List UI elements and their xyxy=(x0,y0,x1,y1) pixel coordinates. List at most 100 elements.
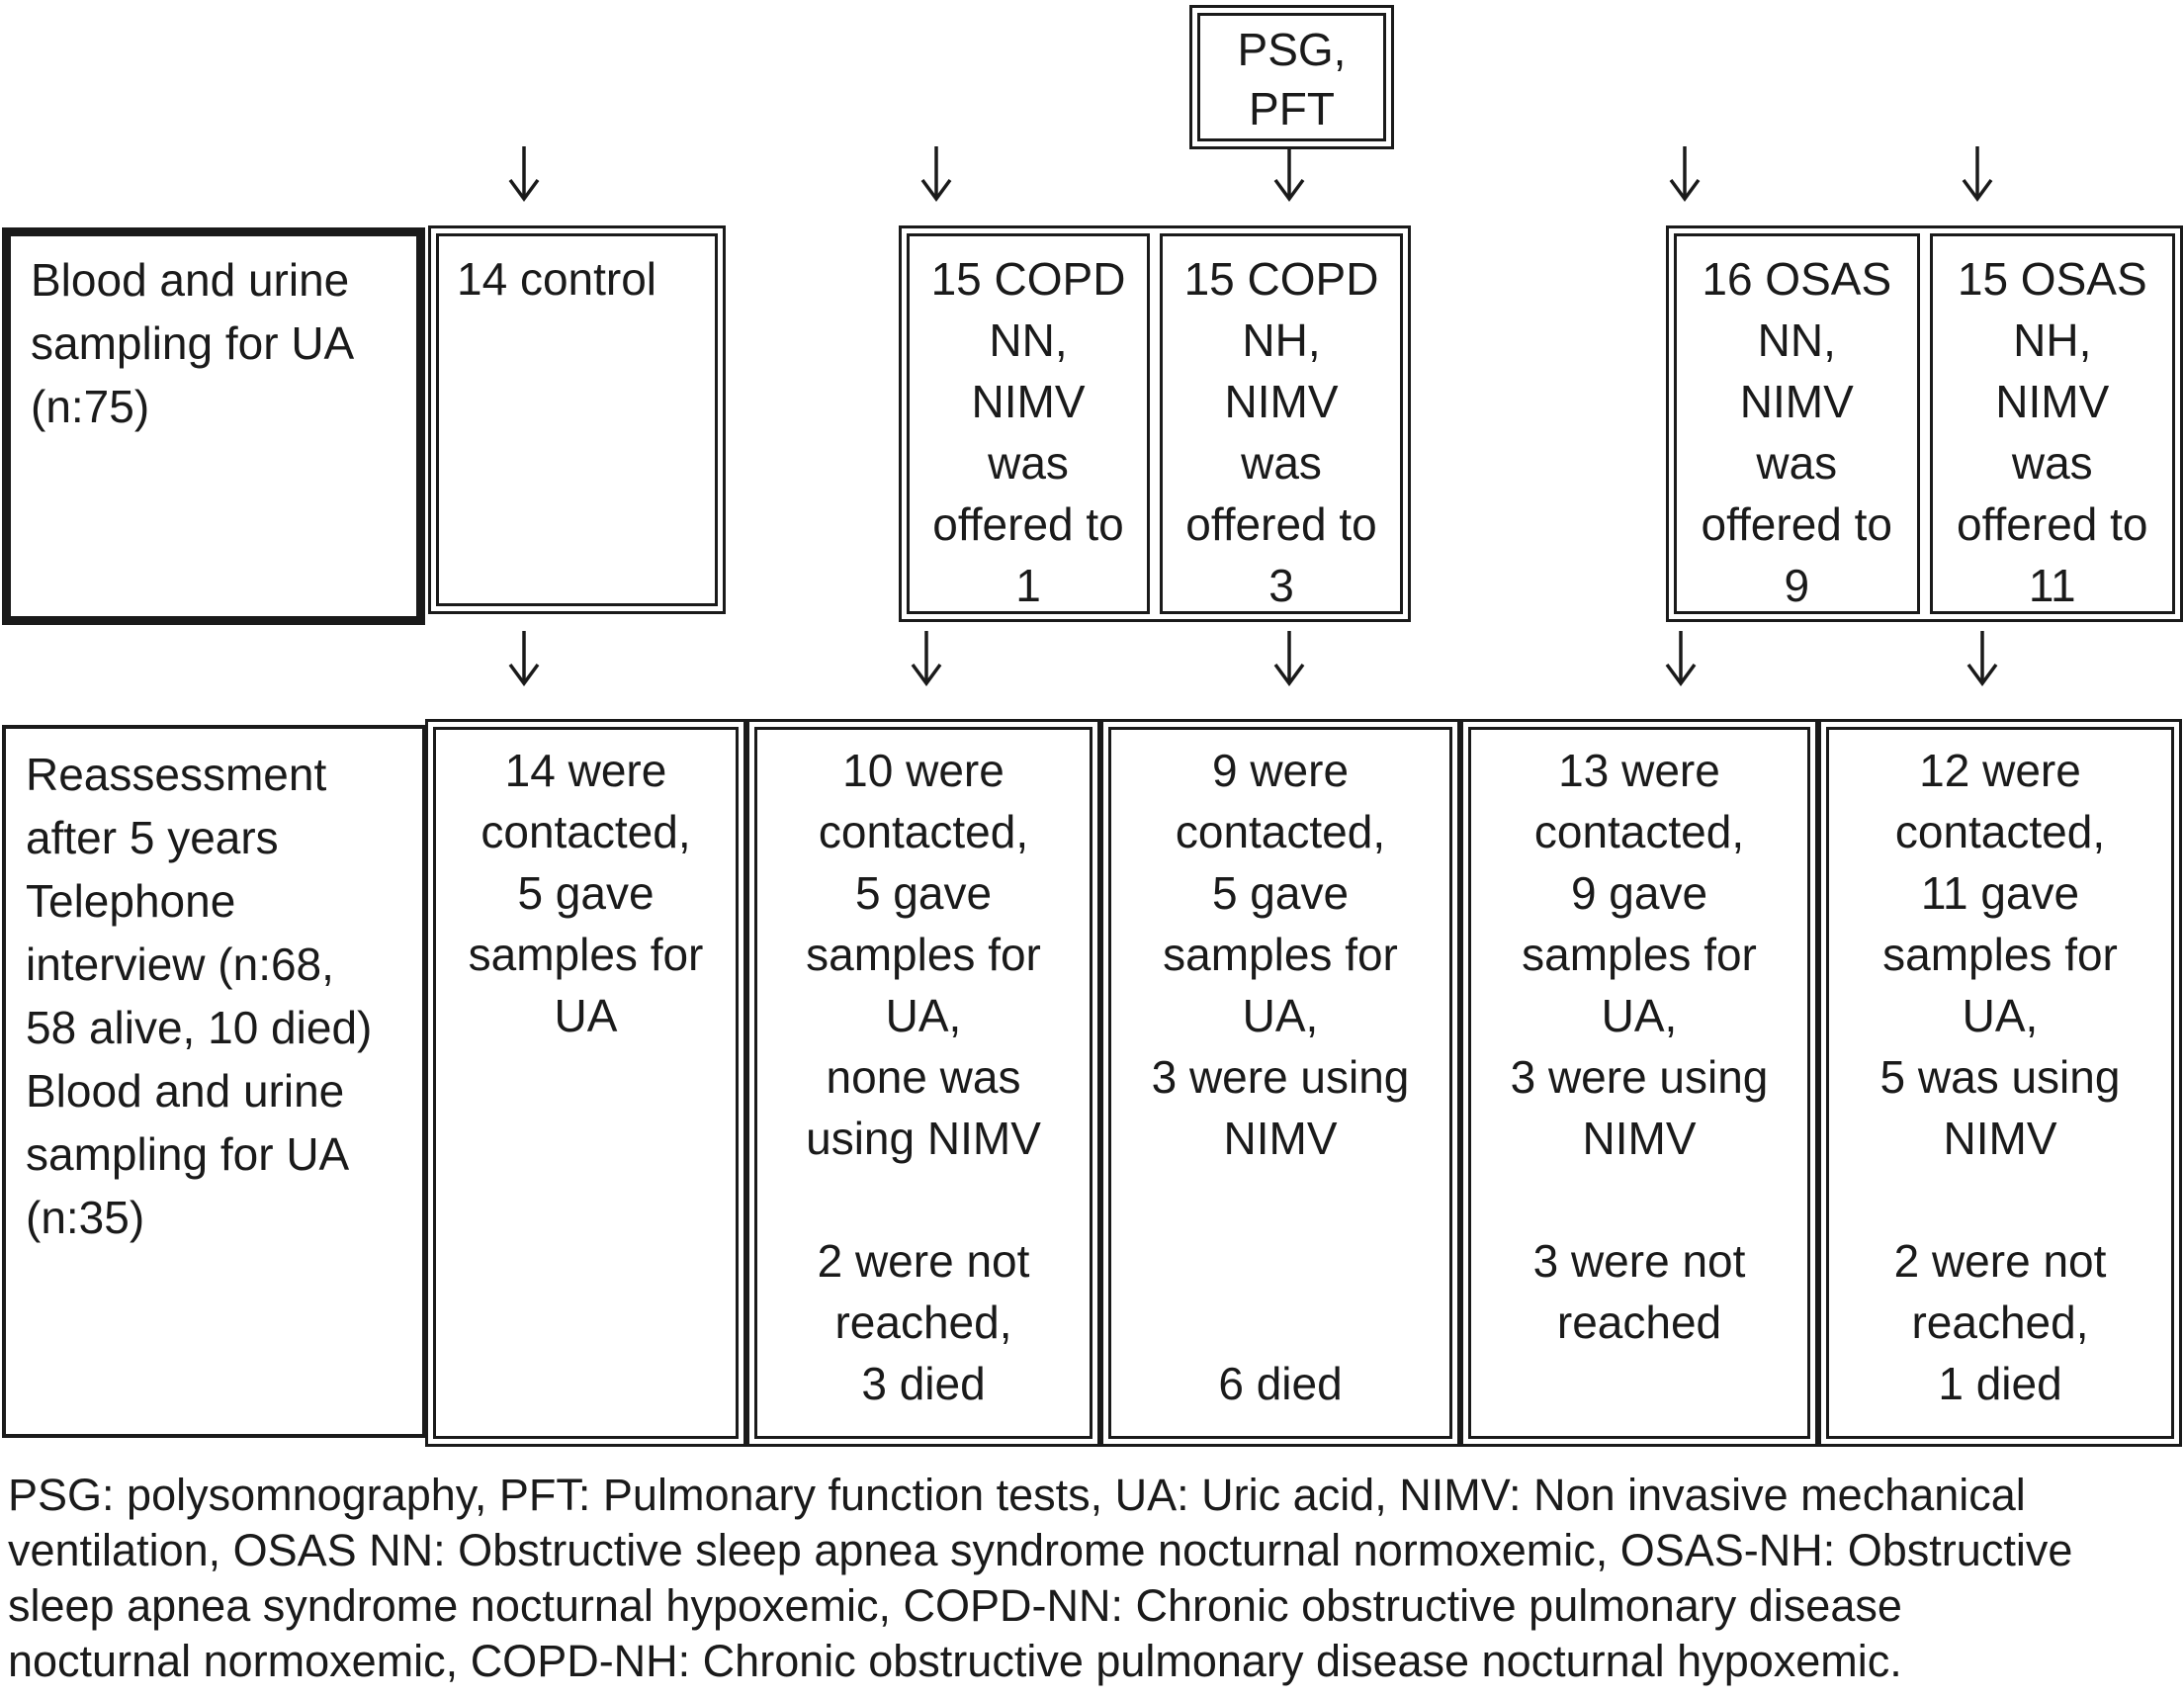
text-line: 11 gave xyxy=(1920,867,2080,919)
text-line: using NIMV xyxy=(806,1113,1041,1164)
text-line: 15 COPD xyxy=(930,253,1126,305)
text-line: contacted, xyxy=(480,806,691,857)
text-line: UA, xyxy=(1601,990,1678,1041)
text-line: contacted, xyxy=(1175,806,1386,857)
text-line: UA, xyxy=(1242,990,1319,1041)
text-line: 5 gave xyxy=(1211,867,1350,919)
text-line: reached xyxy=(1556,1297,1722,1348)
text-line: 9 xyxy=(1784,560,1810,611)
text-line: 5 gave xyxy=(517,867,655,919)
text-line: samples for xyxy=(1163,929,1398,980)
text-line: nocturnal normoxemic, COPD-NH: Chronic o… xyxy=(8,1636,1902,1686)
text-line: 9 gave xyxy=(1570,867,1708,919)
text-line: sampling for UA xyxy=(31,317,355,369)
text-line xyxy=(757,1169,1090,1230)
text-line: samples for xyxy=(806,929,1041,980)
text-line: PSG: polysomnography, PFT: Pulmonary fun… xyxy=(8,1470,2026,1520)
psg-pft-box: PSG, PFT xyxy=(1189,5,1394,149)
text-line: 10 were xyxy=(842,745,1005,796)
text-line: 5 gave xyxy=(854,867,993,919)
text-line: NIMV xyxy=(1224,376,1339,427)
text-line: ventilation, OSAS NN: Obstructive sleep … xyxy=(8,1525,2073,1575)
text-line xyxy=(1111,1292,1449,1353)
text-line: UA, xyxy=(885,990,962,1041)
control-group-box: 14 control xyxy=(428,225,726,614)
text-line: reached, xyxy=(834,1297,1012,1348)
text-line: NIMV xyxy=(1943,1113,2057,1164)
text-line: 1 died xyxy=(1938,1358,2062,1409)
text-line xyxy=(1111,1169,1449,1230)
text-line xyxy=(436,1292,736,1353)
text-line: NIMV xyxy=(1739,376,1854,427)
text-line: 3 xyxy=(1268,560,1294,611)
text-line: NN, xyxy=(989,314,1068,366)
down-arrow-icon xyxy=(1669,146,1701,202)
text-line: was xyxy=(1241,437,1322,489)
text-line: (n:35) xyxy=(26,1192,145,1243)
text-line: 16 OSAS xyxy=(1702,253,1892,305)
text-line: 15 COPD xyxy=(1183,253,1379,305)
text-line: was xyxy=(2011,437,2093,489)
text-line: sleep apnea syndrome nocturnal hypoxemic… xyxy=(8,1580,1902,1631)
text-line: sampling for UA xyxy=(26,1128,350,1180)
text-line xyxy=(436,1230,736,1292)
text-line: contacted, xyxy=(1894,806,2106,857)
text-line: PSG, xyxy=(1237,24,1347,75)
text-line: Blood and urine xyxy=(26,1065,345,1117)
text-line: offered to xyxy=(1185,498,1377,550)
text-line: 3 died xyxy=(861,1358,986,1409)
text-line: NIMV xyxy=(971,376,1086,427)
text-line: none was xyxy=(826,1051,1021,1103)
down-arrow-icon xyxy=(1962,146,1993,202)
text-line: NN, xyxy=(1757,314,1836,366)
text-line: 6 died xyxy=(1218,1358,1343,1409)
text-line: Blood and urine xyxy=(31,254,350,306)
text-line: NIMV xyxy=(1995,376,2110,427)
text-line: after 5 years xyxy=(26,812,279,863)
text-line xyxy=(1111,1230,1449,1292)
text-line: NH, xyxy=(1242,314,1321,366)
text-line: UA, xyxy=(1962,990,2039,1041)
text-line: 13 were xyxy=(1558,745,1720,796)
baseline-sampling-label-box: Blood and urine sampling for UA (n:75) xyxy=(2,227,425,625)
text-line: offered to xyxy=(932,498,1124,550)
text-line: 3 were not xyxy=(1532,1235,1746,1287)
text-line: 3 were using xyxy=(1151,1051,1410,1103)
text-line: samples for xyxy=(468,929,704,980)
text-line: NH, xyxy=(2013,314,2092,366)
text-line: PFT xyxy=(1249,83,1335,134)
psg-pft-box-text: PSG, PFT xyxy=(1197,13,1386,141)
text-line: offered to xyxy=(1956,498,2148,550)
down-arrow-icon xyxy=(508,146,540,202)
text-line: UA xyxy=(554,990,618,1041)
down-arrow-icon xyxy=(1273,631,1305,686)
text-line: (n:75) xyxy=(31,381,150,432)
down-arrow-icon xyxy=(911,631,942,686)
text-line xyxy=(436,1353,736,1414)
text-line xyxy=(436,1046,736,1108)
text-line: Reassessment xyxy=(26,749,327,800)
text-line xyxy=(436,1108,736,1169)
text-line: 14 were xyxy=(504,745,667,796)
text-line xyxy=(1471,1353,1807,1414)
text-line: 58 alive, 10 died) xyxy=(26,1002,373,1053)
text-line: contacted, xyxy=(1533,806,1745,857)
text-line: 15 OSAS xyxy=(1957,253,2147,305)
text-line xyxy=(1471,1169,1807,1230)
text-line: 9 were xyxy=(1211,745,1350,796)
text-line: samples for xyxy=(1522,929,1757,980)
down-arrow-icon xyxy=(1665,631,1697,686)
